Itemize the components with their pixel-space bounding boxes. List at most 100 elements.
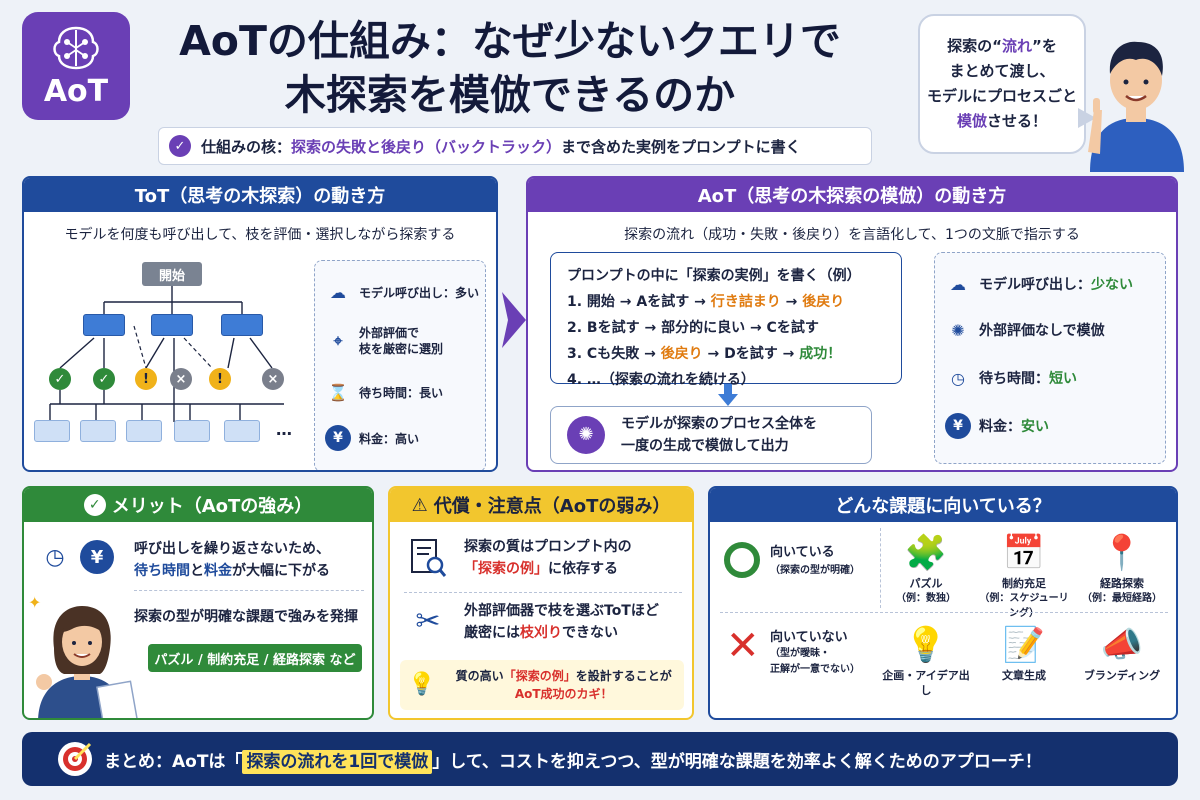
success-check-icon: ✓ bbox=[49, 368, 71, 390]
tradeoff-row2-hl: 枝刈り bbox=[520, 625, 562, 641]
bubble-line1b: 流れ bbox=[1001, 37, 1032, 55]
success-check-icon: ✓ bbox=[93, 368, 115, 390]
tot-attr-cost-label: 料金：高い bbox=[359, 431, 420, 446]
bubble-line-4: 模倣させる！ bbox=[920, 109, 1084, 134]
good-circle-icon bbox=[724, 542, 760, 578]
tradeoff-row2-pre: 厳密には bbox=[464, 625, 520, 641]
tot-attr-calls: ☁ モデル呼び出し：多い bbox=[325, 279, 479, 305]
document-search-svg bbox=[411, 539, 447, 577]
title-line-2: 木探索を模倣できるのか bbox=[284, 71, 736, 119]
yen-icon: ¥ bbox=[80, 540, 114, 574]
check-icon: ✓ bbox=[83, 494, 106, 516]
tip-line-2: AoT成功のカギ！ bbox=[514, 687, 613, 701]
page-title: AoTの仕組み：なぜ少ないクエリで 木探索を模倣できるのか bbox=[150, 14, 870, 122]
brain-icon: ✺ bbox=[951, 320, 965, 340]
fit-bad-note2: 正解が一意でない） bbox=[770, 664, 860, 675]
bubble-tail bbox=[1078, 108, 1096, 128]
fit-bad-note1: （型が曖昧・ bbox=[770, 648, 830, 659]
prompt-example-box: プロンプトの中に「探索の実例」を書く（例） 1. 開始 → Aを試す → 行き詰… bbox=[550, 252, 902, 388]
tree-leaf bbox=[224, 420, 260, 442]
tot-attr-cost: ¥ 料金：高い bbox=[325, 425, 419, 451]
svg-text:✦: ✦ bbox=[28, 593, 41, 612]
logo-text: AoT bbox=[43, 73, 109, 109]
tradeoff-row1-line2: 「探索の例」に依存する bbox=[464, 558, 632, 580]
bad-x-icon: ✕ bbox=[726, 623, 760, 669]
tradeoff-row2-line1: 外部評価器で枝を選ぶToTほど bbox=[464, 603, 659, 619]
model-output-box: ✺ モデルが探索のプロセス全体を 一度の生成で模倣して出力 bbox=[550, 406, 872, 464]
tile-branding-name: ブランディング bbox=[1083, 669, 1161, 682]
step3-a: 3. Cも失敗 → bbox=[567, 346, 661, 362]
tile-ideas-name: 企画・アイデア出し bbox=[882, 669, 970, 697]
aot-logo: AoT bbox=[22, 12, 130, 120]
aot-panel: AoT（思考の木探索の模倣）の動き方 探索の流れ（成功・失敗・後戻り）を言語化し… bbox=[526, 176, 1178, 472]
aot-header: AoT（思考の木探索の模倣）の動き方 bbox=[528, 178, 1176, 212]
aot-attr-wait-label: 待ち時間： bbox=[979, 371, 1049, 387]
aot-attr-wait-value: 短い bbox=[1049, 371, 1077, 387]
step1-a: 1. 開始 → Aを試す → bbox=[567, 294, 711, 310]
bubble-line-3: モデルにプロセスごと bbox=[926, 87, 1077, 105]
clock-icon: ◷ bbox=[951, 368, 965, 388]
tile-writing-name: 文章生成 bbox=[1002, 669, 1046, 682]
warning-icon: ! bbox=[135, 368, 157, 390]
tip-pre: 質の高い bbox=[455, 669, 504, 683]
aot-attr-wait-text: 待ち時間：短い bbox=[979, 368, 1077, 388]
fit-good-label: 向いている （探索の型が明確） bbox=[770, 544, 860, 580]
tile-route: 📍 経路探索 （例：最短経路） bbox=[1074, 530, 1170, 606]
tradeoff-tip-text: 質の高い「探索の例」を設計することが AoT成功のカギ！ bbox=[443, 667, 684, 703]
bubble-line-1: 探索の“流れ”を bbox=[920, 34, 1084, 59]
core-text: 仕組みの核：探索の失敗と後戻り（バックトラック）まで含めた実例をプロンプトに書く bbox=[201, 136, 801, 157]
warning-icon: ! bbox=[209, 368, 231, 390]
prompt-title: プロンプトの中に「探索の実例」を書く（例） bbox=[567, 268, 861, 284]
fit-good-title: 向いている bbox=[770, 545, 835, 560]
merit-header-label: メリット（AoTの強み） bbox=[111, 496, 313, 517]
step1-c: → bbox=[780, 294, 803, 310]
tile-constraint-name: 制約充足 bbox=[1002, 577, 1046, 590]
yen-icon: ¥ bbox=[325, 425, 351, 451]
tip-hl: 「探索の例」 bbox=[503, 669, 576, 683]
presenter-woman-illustration: ✦ bbox=[28, 593, 138, 718]
merit-item-1: 呼び出しを繰り返さないため、 待ち時間と料金が大幅に下がる bbox=[134, 538, 330, 582]
tile-constraint: 📅 制約充足 （例：スケジューリング） bbox=[976, 530, 1072, 621]
tradeoff-header-label: 代償・注意点（AoTの弱み） bbox=[433, 496, 671, 517]
tile-branding: 📣 ブランディング bbox=[1074, 622, 1170, 683]
fail-x-icon: × bbox=[170, 368, 192, 390]
tile-constraint-note: （例：スケジューリング） bbox=[979, 593, 1069, 619]
hourglass-icon: ⌛ bbox=[328, 382, 348, 402]
merit-item1-mid: と bbox=[190, 563, 204, 579]
calendar-icon: 📅 bbox=[1002, 532, 1046, 573]
arrow-down-icon bbox=[718, 384, 738, 406]
fit-panel: どんな課題に向いている？ 向いている （探索の型が明確） 🧩 パズル （例：数独… bbox=[708, 486, 1178, 720]
tot-tree: 開始 ✓ ✓ ! × ! × … ☁ モデル呼び出し：多い ⌖ 外部評価で 枝を… bbox=[24, 244, 496, 470]
tradeoff-row1-text: 探索の質はプロンプト内の 「探索の例」に依存する bbox=[464, 536, 632, 580]
tile-route-note: （例：最短経路） bbox=[1082, 593, 1162, 604]
check-icon: ✓ bbox=[169, 135, 191, 157]
tip-tail: を設計することが bbox=[575, 669, 672, 683]
tot-attr-eval-line1: 外部評価で bbox=[359, 326, 420, 340]
tradeoff-tip: 💡 質の高い「探索の例」を設計することが AoT成功のカギ！ bbox=[400, 660, 684, 710]
tradeoff-row2-line2: 厳密には枝刈りできない bbox=[464, 622, 659, 644]
merit-item1-line2: 待ち時間と料金が大幅に下がる bbox=[134, 560, 330, 582]
summary-highlight: 探索の流れを1回で模倣 bbox=[242, 749, 433, 774]
model-line-2: 一度の生成で模倣して出力 bbox=[621, 438, 789, 454]
divider bbox=[134, 590, 364, 591]
tradeoff-row-1: 探索の質はプロンプト内の 「探索の例」に依存する bbox=[406, 536, 632, 580]
tradeoff-header: ⚠ 代償・注意点（AoTの弱み） bbox=[390, 488, 692, 522]
merit-examples-pill: パズル / 制約充足 / 経路探索 など bbox=[148, 644, 362, 672]
divider bbox=[880, 528, 881, 608]
target-icon: ⌖ bbox=[333, 331, 343, 350]
model-line-1: モデルが探索のプロセス全体を bbox=[621, 416, 817, 432]
aot-attr-cost-value: 安い bbox=[1021, 419, 1049, 435]
tot-attributes: ☁ モデル呼び出し：多い ⌖ 外部評価で 枝を厳密に選別 ⌛ 待ち時間：長い ¥… bbox=[314, 260, 486, 470]
tot-attr-eval-line2: 枝を厳密に選別 bbox=[359, 342, 444, 356]
aot-attr-wait: ◷ 待ち時間：短い bbox=[945, 365, 1077, 391]
step1-d: 後戻り bbox=[802, 294, 845, 310]
merit-header: ✓ メリット（AoTの強み） bbox=[24, 488, 372, 522]
tot-attr-eval-text: 外部評価で 枝を厳密に選別 bbox=[359, 325, 443, 357]
core-prefix: 仕組みの核： bbox=[201, 137, 292, 156]
tree-leaf bbox=[80, 420, 116, 442]
aot-attr-calls: ☁ モデル呼び出し：少ない bbox=[945, 271, 1133, 297]
tradeoff-panel: ⚠ 代償・注意点（AoTの弱み） 探索の質はプロンプト内の 「探索の例」に依存す… bbox=[388, 486, 694, 720]
tot-attr-wait-label: 待ち時間：長い bbox=[359, 385, 444, 400]
tradeoff-row1-line1: 探索の質はプロンプト内の bbox=[464, 539, 632, 555]
summary-bar: まとめ：AoTは「探索の流れを1回で模倣」して、コストを抑えつつ、型が明確な課題… bbox=[22, 732, 1178, 786]
